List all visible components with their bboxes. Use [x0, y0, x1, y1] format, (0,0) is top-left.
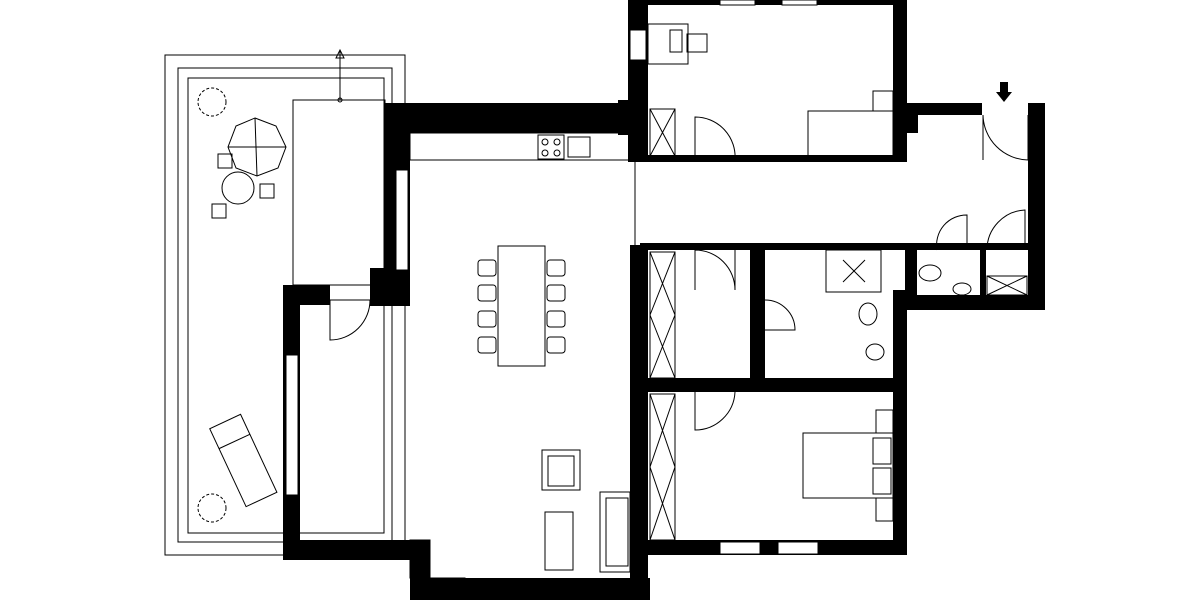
toilet-icon	[858, 302, 878, 326]
doors	[329, 82, 1029, 431]
umbrella-table-icon	[211, 117, 287, 219]
sink-icon	[952, 282, 972, 296]
arrow-down-icon	[996, 82, 1012, 102]
kitchen-counter	[409, 132, 636, 245]
desk-icon	[647, 23, 894, 157]
windows	[285, 0, 819, 555]
sun-lounger-icon	[209, 413, 278, 508]
plant-icon	[197, 87, 227, 523]
chair-icon	[477, 259, 566, 354]
wardrobe-icon	[649, 251, 1028, 541]
toilet-icon	[918, 264, 942, 282]
walls	[283, 0, 1045, 600]
sink-icon	[865, 343, 885, 361]
lounge-furniture	[409, 449, 631, 599]
bed-icon	[802, 409, 894, 522]
bathroom-fixtures	[825, 249, 972, 361]
dining-table	[477, 245, 566, 367]
